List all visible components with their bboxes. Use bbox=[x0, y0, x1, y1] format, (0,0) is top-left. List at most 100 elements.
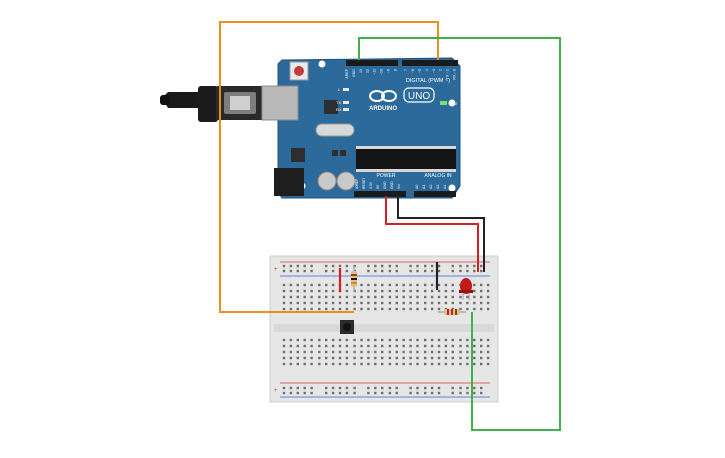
breadboard[interactable]: + + bbox=[269, 255, 499, 403]
breadboard-hole bbox=[416, 301, 419, 305]
power-header[interactable] bbox=[354, 191, 406, 197]
breadboard-hole bbox=[310, 356, 313, 360]
breadboard-hole bbox=[416, 386, 419, 390]
red-wire-5v-to-rail[interactable] bbox=[385, 196, 479, 272]
mount-hole bbox=[448, 184, 456, 192]
breadboard-hole bbox=[296, 356, 299, 360]
breadboard-hole bbox=[430, 301, 434, 305]
breadboard-hole bbox=[416, 350, 419, 354]
push-button[interactable] bbox=[340, 320, 354, 334]
breadboard-hole bbox=[451, 350, 454, 354]
breadboard-hole bbox=[303, 344, 306, 348]
breadboard-hole bbox=[318, 301, 321, 305]
breadboard-hole bbox=[374, 356, 377, 360]
breadboard-hole bbox=[296, 362, 299, 366]
breadboard-hole bbox=[444, 295, 448, 299]
breadboard-hole bbox=[459, 386, 462, 390]
crystal bbox=[315, 123, 355, 137]
breadboard-hole bbox=[360, 307, 363, 311]
atmega-chip bbox=[356, 146, 456, 172]
breadboard-hole bbox=[424, 264, 427, 268]
green-wire-pin13-to-led[interactable] bbox=[358, 37, 561, 431]
breadboard-hole bbox=[402, 301, 405, 305]
black-wire-gnd-to-rail[interactable] bbox=[397, 196, 485, 272]
breadboard-hole bbox=[303, 391, 306, 395]
breadboard-hole bbox=[437, 283, 441, 287]
analog-pin-label: A2 bbox=[429, 185, 433, 189]
breadboard-hole bbox=[466, 307, 469, 311]
breadboard-hole bbox=[459, 301, 462, 305]
breadboard-hole bbox=[473, 362, 476, 366]
breadboard-hole bbox=[430, 269, 434, 273]
board-leds: L TX RX ON bbox=[336, 87, 457, 112]
breadboard-hole bbox=[282, 295, 286, 299]
breadboard-hole bbox=[296, 350, 299, 354]
breadboard-hole bbox=[430, 264, 434, 268]
breadboard-hole bbox=[395, 391, 398, 395]
brand-label: ARDUINO bbox=[369, 106, 397, 112]
breadboard-hole bbox=[331, 356, 335, 360]
breadboard-hole bbox=[459, 344, 462, 348]
breadboard-hole bbox=[325, 344, 328, 348]
breadboard-hole bbox=[466, 295, 469, 299]
analog-header[interactable] bbox=[414, 191, 456, 197]
breadboard-hole bbox=[318, 338, 321, 342]
breadboard-hole bbox=[486, 362, 490, 366]
breadboard-hole bbox=[444, 356, 448, 360]
breadboard-hole bbox=[318, 307, 321, 311]
breadboard-hole bbox=[374, 289, 377, 293]
breadboard-hole bbox=[430, 307, 434, 311]
breadboard-hole bbox=[338, 301, 342, 305]
breadboard-hole bbox=[437, 269, 441, 273]
breadboard-hole bbox=[480, 307, 483, 311]
breadboard-hole bbox=[437, 295, 441, 299]
breadboard-hole bbox=[480, 356, 483, 360]
breadboard-hole bbox=[338, 391, 342, 395]
breadboard-hole bbox=[353, 362, 356, 366]
breadboard-hole bbox=[325, 301, 328, 305]
usb-cable[interactable] bbox=[160, 86, 264, 122]
analog-header-label: ANALOG IN bbox=[424, 173, 452, 179]
breadboard-hole bbox=[430, 386, 434, 390]
breadboard-hole bbox=[289, 264, 293, 268]
breadboard-hole bbox=[409, 301, 412, 305]
breadboard-hole bbox=[381, 307, 384, 311]
breadboard-hole bbox=[318, 356, 321, 360]
digital-pin-label: 13 bbox=[359, 69, 363, 73]
capacitor bbox=[336, 171, 356, 191]
breadboard-hole bbox=[466, 269, 469, 273]
on-led-label: ON bbox=[450, 101, 457, 106]
breadboard-hole bbox=[409, 283, 412, 287]
reset-button[interactable] bbox=[289, 61, 309, 81]
digital-header[interactable] bbox=[346, 60, 458, 66]
breadboard-hole bbox=[360, 301, 363, 305]
breadboard-hole bbox=[437, 338, 441, 342]
breadboard-hole bbox=[338, 307, 342, 311]
breadboard-hole bbox=[486, 307, 490, 311]
breadboard-hole bbox=[444, 338, 448, 342]
breadboard-hole bbox=[388, 350, 392, 354]
breadboard-hole bbox=[360, 283, 363, 287]
red-led[interactable] bbox=[459, 278, 473, 300]
breadboard-hole bbox=[374, 269, 377, 273]
breadboard-hole bbox=[444, 283, 448, 287]
breadboard-hole bbox=[282, 350, 286, 354]
resistor-vertical[interactable] bbox=[351, 266, 357, 292]
breadboard-hole bbox=[459, 264, 462, 268]
breadboard-hole bbox=[289, 362, 293, 366]
breadboard-hole bbox=[374, 386, 377, 390]
breadboard-hole bbox=[388, 264, 392, 268]
breadboard-hole bbox=[345, 386, 349, 390]
breadboard-hole bbox=[360, 356, 363, 360]
breadboard-hole bbox=[388, 301, 392, 305]
orange-wire-pin2-to-button[interactable] bbox=[219, 21, 439, 313]
breadboard-hole bbox=[416, 264, 419, 268]
resistor-horizontal[interactable] bbox=[438, 309, 466, 315]
breadboard-hole bbox=[424, 301, 427, 305]
breadboard-hole bbox=[310, 344, 313, 348]
breadboard-hole bbox=[289, 269, 293, 273]
breadboard-hole bbox=[331, 269, 335, 273]
breadboard-hole bbox=[409, 307, 412, 311]
